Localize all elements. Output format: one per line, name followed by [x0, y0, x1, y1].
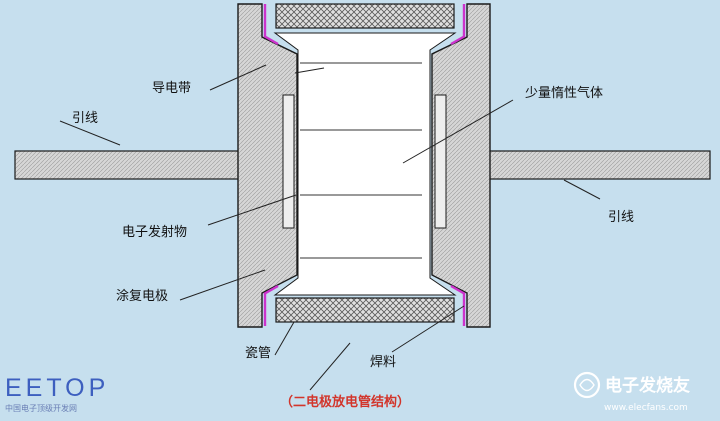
eetop-logo: EETOP 中国电子顶级开发网: [5, 374, 109, 413]
site-url: www.elecfans.com: [604, 403, 688, 413]
diagram-caption: （二电极放电管结构）: [280, 394, 410, 410]
eetop-brand: EETOP: [5, 374, 109, 402]
label-inert-gas: 少量惰性气体: [525, 85, 603, 101]
leader-lines: [59, 64, 601, 391]
site-name: 电子发烧友: [605, 375, 690, 396]
cavity-layer-lines: [300, 62, 422, 259]
eetop-subtitle: 中国电子顶级开发网: [5, 403, 77, 413]
label-ceramic-tube: 瓷管: [245, 346, 271, 361]
label-conductive-strip: 导电带: [152, 81, 191, 96]
gas-cavity: [273, 32, 457, 296]
site-watermark: 电子发烧友 www.elecfans.com: [573, 371, 690, 413]
lead-wire-left: [14, 150, 240, 180]
emitter-coating-left: [282, 94, 295, 229]
electrode-right: [431, 3, 491, 328]
ceramic-tube-bottom: [275, 297, 455, 323]
electrode-left: [237, 3, 298, 328]
solder-joints: [263, 4, 466, 326]
lead-wire-right: [486, 150, 711, 180]
label-solder: 焊料: [370, 354, 396, 370]
ceramic-tube-top: [275, 3, 455, 29]
label-coated-electrode: 涂复电极: [116, 288, 168, 304]
site-logo-icon: [573, 371, 601, 399]
label-lead-right: 引线: [608, 210, 634, 225]
emitter-coating-right: [434, 94, 447, 229]
label-electron-emitter: 电子发射物: [122, 224, 187, 240]
label-lead-left: 引线: [72, 111, 98, 126]
